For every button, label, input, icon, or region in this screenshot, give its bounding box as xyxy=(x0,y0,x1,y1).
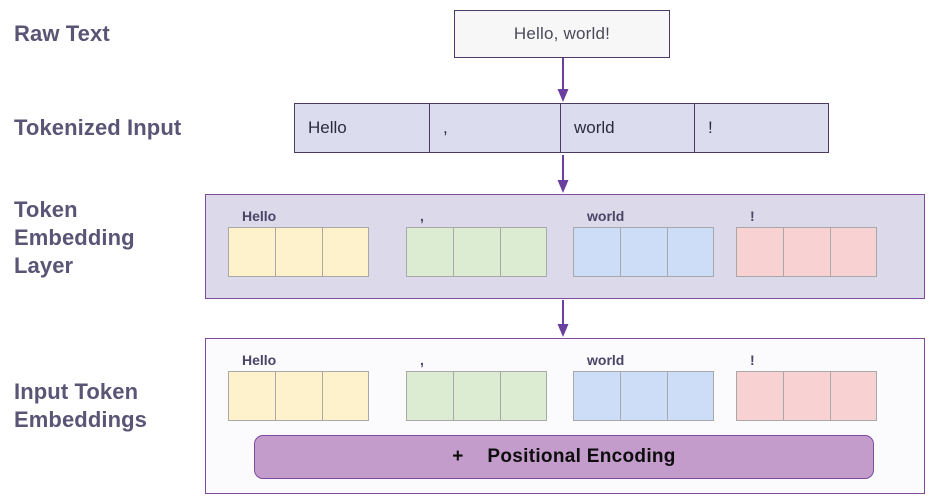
embedding-group-label: world xyxy=(587,352,625,368)
embedding-dim-cell xyxy=(406,227,453,277)
embedding-dim-cell xyxy=(453,227,500,277)
embedding-group: world xyxy=(573,205,714,277)
embedding-dim-cell xyxy=(500,227,547,277)
embedding-group: , xyxy=(406,349,547,421)
embedding-group-label: Hello xyxy=(242,208,277,224)
embedding-group: world xyxy=(573,349,714,421)
embedding-vector xyxy=(406,371,547,421)
embedding-group-label: , xyxy=(420,352,424,368)
embedding-dim-cell xyxy=(667,227,714,277)
embedding-dim-cell xyxy=(322,227,369,277)
embedding-dim-cell xyxy=(736,227,783,277)
tokenized-input-row: Hello , world ! xyxy=(294,103,829,153)
token-cell: , xyxy=(430,104,561,152)
embedding-vector xyxy=(406,227,547,277)
token-cell: Hello xyxy=(295,104,430,152)
embedding-vector xyxy=(573,227,714,277)
embedding-vector xyxy=(736,227,877,277)
token-cell: world xyxy=(561,104,695,152)
embedding-group: ! xyxy=(736,205,877,277)
row-label-token-embedding-layer: Token Embedding Layer xyxy=(14,197,135,279)
embedding-dim-cell xyxy=(275,371,322,421)
embedding-vector xyxy=(736,371,877,421)
embedding-group: , xyxy=(406,205,547,277)
embedding-dim-cell xyxy=(406,371,453,421)
embedding-dim-cell xyxy=(667,371,714,421)
embedding-dim-cell xyxy=(573,371,620,421)
embedding-group: Hello xyxy=(228,205,369,277)
embedding-vector xyxy=(228,227,369,277)
arrow-down-icon xyxy=(557,300,569,337)
arrow-tokenized-to-token-embedding xyxy=(556,155,570,194)
raw-text-box: Hello, world! xyxy=(454,10,670,58)
embedding-dim-cell xyxy=(453,371,500,421)
token-embedding-group-row: Hello , world xyxy=(228,205,904,283)
embedding-dim-cell xyxy=(830,227,877,277)
embedding-vector xyxy=(228,371,369,421)
positional-encoding-bar: + Positional Encoding xyxy=(254,435,874,479)
embedding-dim-cell xyxy=(500,371,547,421)
arrow-down-icon xyxy=(557,155,569,193)
embedding-group: Hello xyxy=(228,349,369,421)
input-embedding-group-row: Hello , world xyxy=(228,349,904,427)
input-token-embeddings-panel: Hello , world xyxy=(205,338,925,494)
embedding-dim-cell xyxy=(322,371,369,421)
embedding-dim-cell xyxy=(736,371,783,421)
embedding-dim-cell xyxy=(275,227,322,277)
embedding-dim-cell xyxy=(783,227,830,277)
arrow-down-icon xyxy=(557,58,569,102)
arrow-raw-text-to-tokenized xyxy=(556,58,570,103)
embedding-dim-cell xyxy=(783,371,830,421)
row-label-input-token-embeddings: Input Token Embeddings xyxy=(14,379,148,433)
embedding-group-label: Hello xyxy=(242,352,277,368)
positional-encoding-label: Positional Encoding xyxy=(487,446,676,467)
embedding-group-label: , xyxy=(420,208,424,224)
embedding-dim-cell xyxy=(228,371,275,421)
embedding-dim-cell xyxy=(620,227,667,277)
row-label-tokenized-input: Tokenized Input xyxy=(14,115,182,140)
embedding-group-label: world xyxy=(587,208,625,224)
embedding-group: ! xyxy=(736,349,877,421)
embedding-dim-cell xyxy=(228,227,275,277)
embedding-group-label: ! xyxy=(750,352,755,368)
row-label-raw-text: Raw Text xyxy=(14,21,110,46)
embedding-dim-cell xyxy=(620,371,667,421)
token-cell: ! xyxy=(708,118,713,137)
raw-text-value: Hello, world! xyxy=(513,24,611,43)
embedding-vector xyxy=(573,371,714,421)
embedding-group-label: ! xyxy=(750,208,755,224)
embedding-dim-cell xyxy=(573,227,620,277)
arrow-token-embedding-to-input-embedding xyxy=(556,300,570,338)
plus-operator-icon: + xyxy=(452,446,464,467)
embedding-dim-cell xyxy=(830,371,877,421)
token-embedding-layer-panel: Hello , world xyxy=(205,194,925,299)
